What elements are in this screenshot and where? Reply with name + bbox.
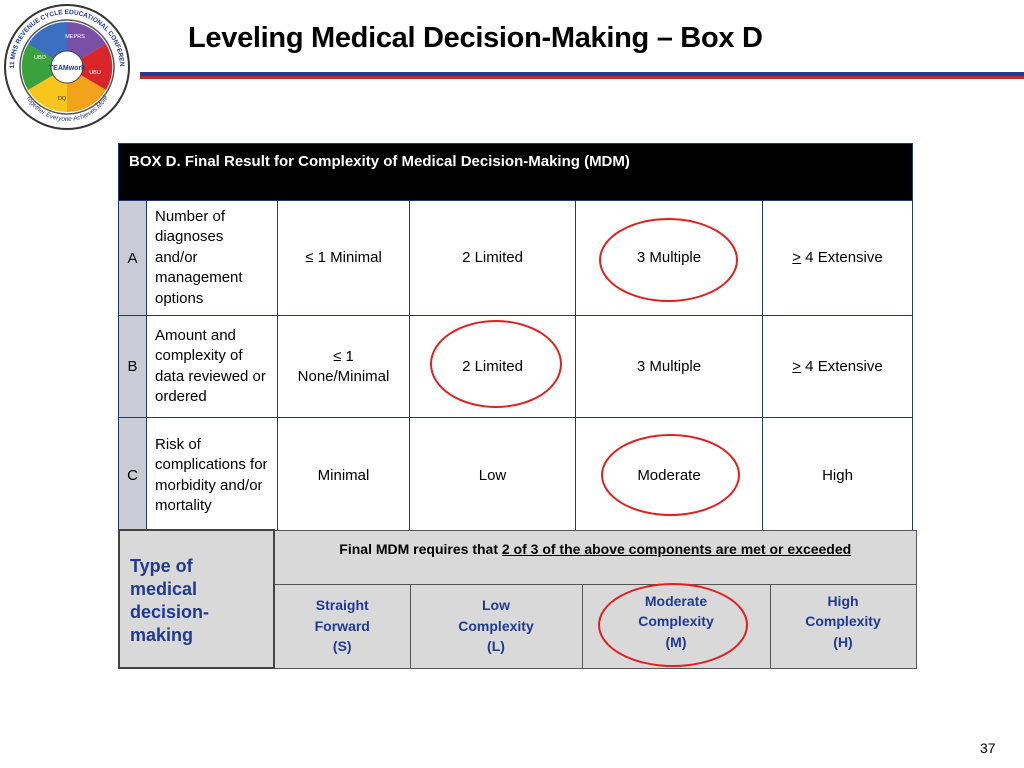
- cell-minimal: ≤ 1 Minimal: [277, 200, 410, 316]
- greater-equal-symbol: >: [792, 357, 802, 375]
- extensive-text: 4 Extensive: [801, 357, 883, 375]
- level-line: Moderate: [644, 592, 708, 609]
- level-line: Complexity: [805, 613, 881, 629]
- row-description: Amount and complexity of data reviewed o…: [146, 315, 278, 418]
- level-line: Low: [482, 597, 510, 614]
- title-rule-red: [140, 76, 1024, 79]
- logo-segment-dq: DQ: [58, 96, 67, 102]
- level-line: Straight: [315, 597, 369, 614]
- extensive-text: 4 Extensive: [801, 249, 883, 266]
- level-line: (L): [487, 638, 505, 655]
- table-row: Type of medical decision-making Final MD…: [118, 529, 917, 669]
- row-id-b: B: [118, 315, 147, 418]
- level-line: Forward: [314, 617, 370, 634]
- cell-minimal: Minimal: [277, 417, 410, 534]
- cell-limited: 2 Limited: [409, 315, 576, 418]
- level-line: (S): [332, 638, 352, 655]
- level-line: Complexity: [458, 617, 534, 634]
- box-d-header: BOX D. Final Result for Complexity of Me…: [118, 143, 913, 201]
- cell-moderate: Moderate: [575, 417, 763, 534]
- cell-minimal: ≤ 1 None/Minimal: [277, 315, 410, 418]
- row-description: Risk of complications for morbidity and/…: [146, 417, 278, 534]
- page-title: Leveling Medical Decision-Making – Box D: [188, 22, 763, 54]
- cell-extensive: > 4 Extensive: [762, 315, 913, 418]
- box-d-table: BOX D. Final Result for Complexity of Me…: [118, 143, 913, 534]
- title-rule-blue: [140, 72, 1024, 76]
- cell-high: High: [762, 417, 913, 534]
- cell-line: None/Minimal: [297, 367, 390, 385]
- level-line: (H): [833, 633, 853, 650]
- cell-multiple: 3 Multiple: [575, 315, 763, 418]
- cell-extensive: > 4 Extensive: [762, 200, 913, 316]
- level-line: (M): [665, 633, 687, 650]
- table-row: A Number of diagnoses and/or management …: [118, 200, 913, 316]
- note-prefix: Final MDM requires that: [339, 540, 502, 557]
- logo-segment-ubu: UBU: [89, 70, 101, 76]
- final-mdm-note: Final MDM requires that 2 of 3 of the ab…: [273, 529, 917, 585]
- cell-line: ≤ 1: [333, 347, 354, 365]
- row-id-c: C: [118, 417, 147, 534]
- level-line: High: [827, 592, 859, 609]
- page-number: 37: [980, 740, 996, 756]
- cell-low: Low: [409, 417, 576, 534]
- row-id-a: A: [118, 200, 147, 316]
- mdm-type-label: Type of medical decision-making: [118, 529, 275, 669]
- mdm-type-table: Type of medical decision-making Final MD…: [118, 529, 917, 669]
- note-underlined: 2 of 3 of the above components are met o…: [501, 540, 852, 557]
- level-line: Complexity: [638, 613, 714, 629]
- table-row: C Risk of complications for morbidity an…: [118, 417, 913, 534]
- cell-multiple: 3 Multiple: [575, 200, 763, 316]
- logo-segment-meprs: MEPRS: [65, 34, 85, 40]
- box-d-header-row: BOX D. Final Result for Complexity of Me…: [118, 143, 913, 201]
- row-description: Number of diagnoses and/or management op…: [146, 200, 278, 316]
- logo-segment-ubo: UBO: [34, 55, 47, 61]
- conference-logo: TEAMwork MEPRS UBO UBU DQ 2011 MHS REVEN…: [2, 2, 130, 130]
- cell-limited: 2 Limited: [409, 200, 576, 316]
- greater-equal-symbol: >: [792, 249, 802, 266]
- logo-center-text: TEAMwork: [49, 65, 85, 72]
- table-row: B Amount and complexity of data reviewed…: [118, 315, 913, 418]
